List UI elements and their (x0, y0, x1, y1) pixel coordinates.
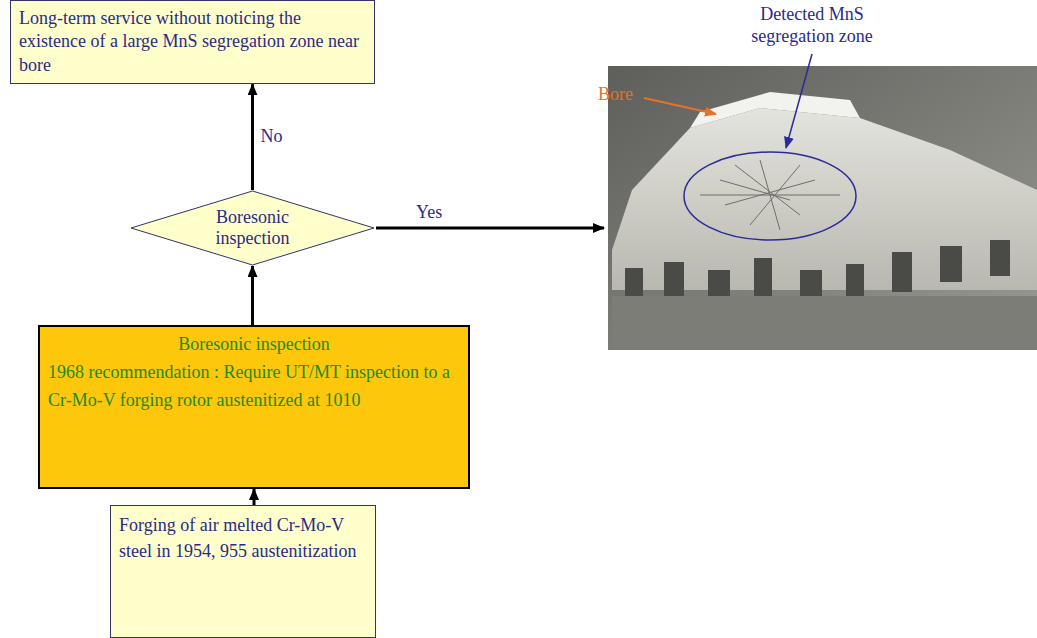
box-text: Long-term service without noticing the e… (19, 7, 366, 77)
flow-arrow (253, 489, 256, 505)
leader-line (786, 54, 812, 148)
box-text: Forging of air melted Cr-Mo-V steel in 1… (119, 512, 367, 564)
flow-arrow (251, 84, 254, 190)
box-heading: Boresonic inspection (48, 331, 460, 359)
bore-surface (690, 92, 860, 128)
box-text: 1968 recommendation : Require UT/MT insp… (48, 359, 460, 415)
segregation-ellipse (684, 152, 856, 240)
decision-diamond: Boresonic inspection (130, 190, 375, 266)
process-box: Boresonic inspection1968 recommendation … (38, 325, 470, 489)
branch-label: Yes (416, 202, 442, 223)
photo-callout: Detected MnS segregation zone (722, 4, 902, 47)
photo-ground (608, 66, 1037, 350)
dovetail-slots (625, 240, 1010, 302)
flow-arrow (251, 266, 254, 325)
yes-arrow (376, 227, 604, 230)
input-box: Forging of air melted Cr-Mo-V steel in 1… (110, 505, 376, 638)
outcome-box: Long-term service without noticing the e… (10, 0, 375, 84)
segregation-streaks (700, 160, 840, 230)
part-name: Bore (598, 84, 633, 105)
box-text: Boresonic inspection (185, 207, 320, 248)
bore-leader (644, 98, 716, 114)
edge-label: No (261, 126, 283, 147)
photo-lower (612, 296, 1037, 350)
